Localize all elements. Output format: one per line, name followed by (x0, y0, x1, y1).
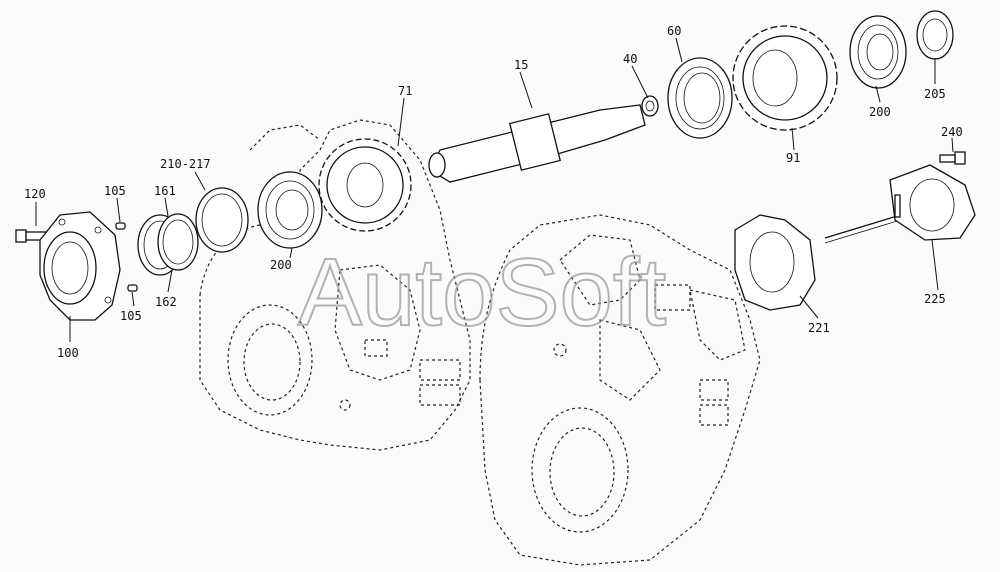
label-105-top: 105 (104, 184, 126, 198)
label-71: 71 (398, 84, 412, 98)
label-221: 221 (808, 321, 830, 335)
right-housing (479, 214, 761, 566)
part-91-gear (732, 25, 838, 131)
part-100-cover (39, 211, 121, 321)
callout-labels: 120 105 161 210-217 71 15 40 60 200 205 … (24, 24, 963, 360)
label-205: 205 (924, 87, 946, 101)
part-210-217-shim (195, 187, 249, 253)
label-200-mid: 200 (270, 258, 292, 272)
label-162: 162 (155, 295, 177, 309)
label-120: 120 (24, 187, 46, 201)
leader-lines (35, 37, 954, 342)
left-housing (199, 119, 471, 451)
label-100: 100 (57, 346, 79, 360)
label-91: 91 (786, 151, 800, 165)
part-15-shaft (428, 104, 646, 183)
label-210-217: 210-217 (160, 157, 211, 171)
label-15: 15 (514, 58, 528, 72)
part-200-bearing-top (849, 15, 907, 89)
label-161: 161 (154, 184, 176, 198)
watermark-text: AutoSoft (298, 239, 666, 346)
label-60: 60 (667, 24, 681, 38)
part-240-bolt (939, 151, 966, 165)
part-105-dowels (115, 222, 138, 292)
part-40-nut (641, 95, 659, 117)
part-225-pump (824, 164, 976, 244)
part-120-bolt (15, 229, 53, 243)
label-105-bottom: 105 (120, 309, 142, 323)
part-205-nut (916, 10, 954, 60)
label-200-top: 200 (869, 105, 891, 119)
part-71-gear (318, 138, 412, 232)
part-60-ring (667, 57, 733, 139)
label-40: 40 (623, 52, 637, 66)
part-161-162-rings (137, 213, 199, 276)
part-200-bearing-mid (257, 171, 323, 249)
label-240: 240 (941, 125, 963, 139)
label-225: 225 (924, 292, 946, 306)
part-221-cover (734, 214, 816, 311)
